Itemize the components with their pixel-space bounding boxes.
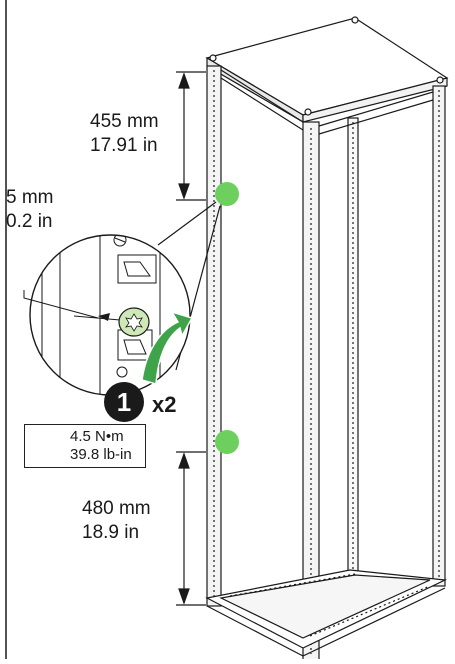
screw-pointer-arrow bbox=[98, 313, 110, 321]
top-dimension-imperial: 17.91 in bbox=[90, 135, 158, 156]
torque-spec-box: 4.5 N•m 39.8 lb-in bbox=[24, 424, 146, 468]
tighten-arrow-icon bbox=[141, 310, 194, 385]
dimension-top bbox=[176, 71, 206, 201]
mounting-point-bottom bbox=[215, 430, 239, 454]
callout-line-upper bbox=[157, 201, 217, 246]
screw-dimension-metric: 5 mm bbox=[6, 187, 54, 208]
cabinet-frame bbox=[205, 16, 449, 661]
step-number-badge: 1 bbox=[104, 382, 144, 422]
bottom-dimension-metric: 480 mm bbox=[82, 498, 151, 519]
torque-metric: 4.5 N•m bbox=[70, 428, 124, 445]
screw-dimension-imperial: 0.2 in bbox=[6, 211, 53, 232]
screw-dimension-leader bbox=[23, 290, 99, 319]
detail-view bbox=[29, 234, 194, 396]
mounting-point-top bbox=[215, 182, 239, 206]
dimension-bottom bbox=[176, 451, 206, 606]
quantity-multiplier: x2 bbox=[152, 392, 177, 417]
top-dimension-metric: 455 mm bbox=[90, 111, 159, 132]
torque-imperial: 39.8 lb-in bbox=[70, 446, 132, 463]
bottom-dimension-imperial: 18.9 in bbox=[82, 522, 140, 543]
